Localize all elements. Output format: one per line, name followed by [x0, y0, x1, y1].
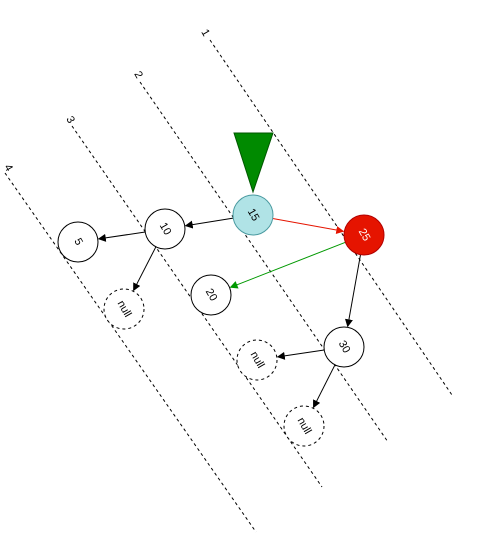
tree-node-circle — [232, 194, 274, 236]
level-label-lvl2: 2 — [131, 69, 144, 80]
tree-node-circle — [57, 221, 99, 263]
tree-node-label: 15 — [245, 207, 262, 224]
edge-n25-n20 — [229, 241, 346, 289]
tree-node-label: 20 — [203, 287, 220, 304]
current-node-pointer-icon — [233, 132, 274, 194]
tree-node-circle — [283, 405, 325, 447]
level-guide-lvl3 — [71, 125, 323, 488]
tree-node-circle — [343, 214, 385, 256]
tree-node-label: 25 — [356, 227, 373, 244]
edge-n15-n10 — [184, 217, 234, 229]
level-label-lvl4: 4 — [1, 162, 14, 173]
edge-n30-nnull3 — [313, 364, 336, 409]
level-guide-lvl2 — [139, 81, 389, 443]
edge-n25-n30 — [344, 254, 361, 328]
tree-node-circle — [190, 274, 232, 316]
tree-node-nnull3: null — [283, 405, 325, 447]
tree-node-n25: 25 — [343, 214, 385, 256]
tree-node-n15: 15 — [232, 194, 274, 236]
tree-node-label: 30 — [336, 339, 353, 356]
level-label-lvl3: 3 — [63, 114, 76, 125]
tree-node-label: 10 — [157, 221, 174, 238]
tree-node-n20: 20 — [190, 274, 232, 316]
level-guide-lvl4 — [4, 172, 257, 533]
tree-node-label: 5 — [71, 236, 84, 247]
edge-n15-n25 — [272, 218, 345, 234]
tree-node-nnull2: null — [236, 339, 278, 381]
tree-node-circle — [236, 339, 278, 381]
tree-node-n30: 30 — [323, 326, 365, 368]
tree-node-n5: 5 — [57, 221, 99, 263]
edge-n30-nnull2 — [276, 349, 325, 360]
tree-node-circle — [103, 288, 145, 330]
tree-node-circle — [144, 208, 186, 250]
tree-node-nnull1: null — [103, 288, 145, 330]
level-label-lvl1: 1 — [198, 27, 211, 38]
tree-node-n10: 10 — [144, 208, 186, 250]
edge-n10-n5 — [97, 231, 146, 242]
edge-n10-nnull1 — [133, 246, 157, 292]
tree-node-circle — [323, 326, 365, 368]
